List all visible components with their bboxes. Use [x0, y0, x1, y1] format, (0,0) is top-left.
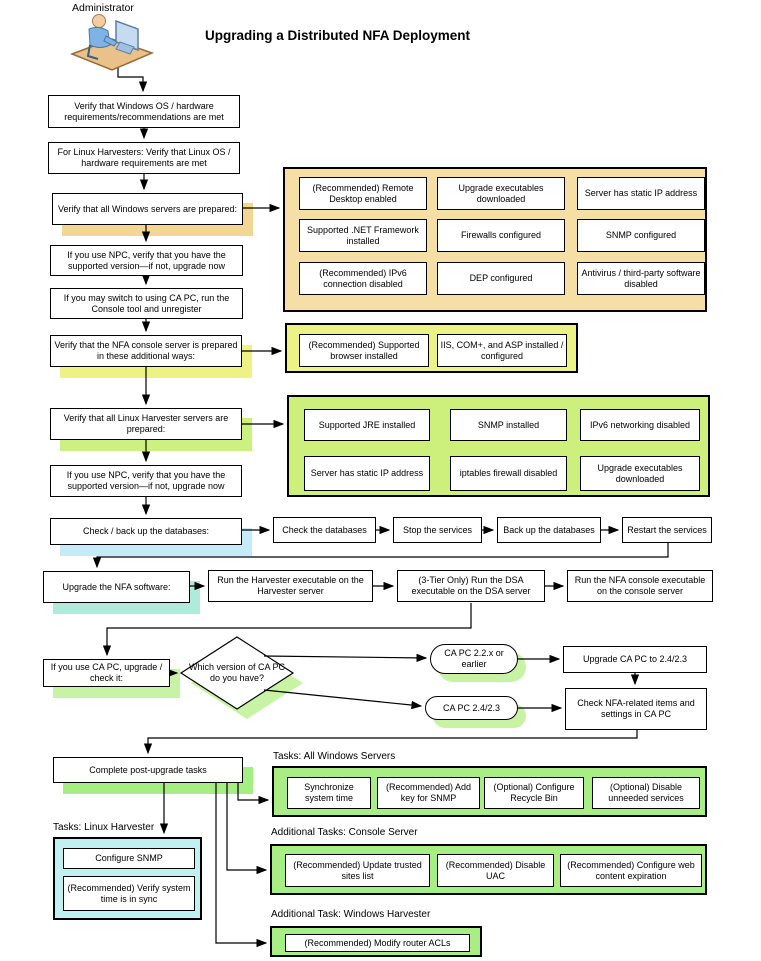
windows-prep-panel: (Recommended) Remote Desktop enabled Upg…	[283, 167, 707, 312]
db-step: Restart the services	[622, 517, 712, 543]
step-linux-prepared: Verify that all Linux Harvester servers …	[50, 408, 242, 440]
connector-to-console-tasks	[226, 783, 268, 875]
windows-prep-item: (Recommended) IPv6 connection disabled	[299, 262, 427, 295]
console-tasks-title: Additional Tasks: Console Server	[271, 827, 418, 838]
step-check-databases: Check / back up the databases:	[50, 518, 242, 545]
linux-tasks-panel: Configure SNMP (Recommended) Verify syst…	[53, 837, 202, 920]
linux-prep-item: Server has static IP address	[304, 456, 430, 491]
windows-task-item: (Optional) Configure Recycle Bin	[484, 777, 584, 809]
windows-tasks-title: Tasks: All Windows Servers	[273, 751, 396, 762]
connector-to-windows-tasks	[237, 783, 270, 805]
linux-prep-item: IPv6 networking disabled	[580, 409, 700, 441]
step-verify-windows-os: Verify that Windows OS / hardware requir…	[48, 95, 240, 128]
step-verify-linux-os: For Linux Harvesters: Verify that Linux …	[48, 142, 240, 174]
harvester-task-panel: (Recommended) Modify router ACLs	[270, 926, 482, 957]
console-task-item: (Recommended) Disable UAC	[437, 854, 554, 887]
linux-prep-panel: Supported JRE installed SNMP installed I…	[287, 395, 710, 497]
decision-question: Which version of CA PC do you have?	[188, 662, 286, 683]
linux-task-item: Configure SNMP	[63, 848, 195, 869]
step-post-upgrade: Complete post-upgrade tasks	[53, 757, 243, 783]
linux-tasks-title: Tasks: Linux Harvester	[53, 822, 155, 833]
linux-prep-item: SNMP installed	[450, 409, 567, 441]
linux-prep-item: iptables firewall disabled	[450, 456, 567, 491]
step-npc-check-2: If you use NPC, verify that you have the…	[50, 465, 242, 497]
db-step: Check the databases	[273, 517, 376, 543]
windows-task-item: (Recommended) Add key for SNMP	[377, 777, 480, 809]
harvester-task-item: (Recommended) Modify router ACLs	[285, 934, 470, 952]
step-capc-switch: If you may switch to using CA PC, run th…	[50, 288, 243, 319]
windows-task-item: Synchronize system time	[287, 777, 371, 809]
option-capc-older: CA PC 2.2.x or earlier	[430, 644, 518, 674]
windows-prep-item: Antivirus / third-party software disable…	[577, 262, 705, 295]
linux-prep-item: Upgrade executables downloaded	[580, 456, 700, 491]
connector-diamond-newer	[263, 689, 423, 710]
windows-task-item: (Optional) Disable unneeded services	[592, 777, 700, 809]
administrator-icon	[69, 12, 156, 77]
step-npc-check-1: If you use NPC, verify that you have the…	[50, 245, 243, 276]
connector-capc-loop	[143, 730, 638, 755]
windows-prep-item: Supported .NET Framework installed	[299, 219, 427, 252]
console-prep-item: IIS, COM+, and ASP installed / configure…	[437, 334, 567, 367]
upgrade-step: Run the Harvester executable on the Harv…	[208, 570, 373, 602]
connector-actor-to-start	[117, 64, 148, 93]
windows-prep-item: Firewalls configured	[437, 219, 565, 252]
windows-prep-item: SNMP configured	[577, 219, 705, 252]
console-tasks-panel: (Recommended) Update trusted sites list …	[270, 844, 707, 895]
db-step: Stop the services	[393, 517, 482, 543]
windows-prep-item: Server has static IP address	[577, 177, 705, 210]
step-capc-upgrade: If you use CA PC, upgrade / check it:	[43, 659, 170, 687]
linux-task-item: (Recommended) Verify system time is in s…	[63, 876, 195, 911]
windows-prep-item: (Recommended) Remote Desktop enabled	[299, 177, 427, 210]
step-upgrade-software: Upgrade the NFA software:	[43, 571, 190, 603]
console-prep-panel: (Recommended) Supported browser installe…	[285, 323, 578, 373]
step-console-prepared: Verify that the NFA console server is pr…	[50, 335, 242, 367]
decision-diamond	[179, 636, 295, 710]
console-task-item: (Recommended) Configure web content expi…	[560, 854, 702, 887]
step-windows-prepared: Verify that all Windows servers are prep…	[52, 193, 243, 225]
console-prep-item: (Recommended) Supported browser installe…	[299, 334, 429, 367]
connector-to-harvester-task	[215, 783, 268, 948]
option-capc-newer: CA PC 2.4/2.3	[425, 696, 518, 720]
action-check-capc: Check NFA-related items and settings in …	[565, 688, 707, 730]
connector-diamond-older	[263, 653, 428, 663]
page-title: Upgrading a Distributed NFA Deployment	[205, 28, 471, 43]
db-step: Back up the databases	[497, 517, 601, 543]
windows-prep-item: DEP configured	[437, 262, 565, 295]
harvester-task-title: Additional Task: Windows Harvester	[271, 909, 431, 920]
upgrade-step: Run the NFA console executable on the co…	[567, 570, 713, 602]
action-upgrade-capc: Upgrade CA PC to 2.4/2.3	[563, 646, 707, 673]
windows-prep-item: Upgrade executables downloaded	[437, 177, 565, 210]
upgrade-step: (3-Tier Only) Run the DSA executable on …	[397, 570, 545, 602]
linux-prep-item: Supported JRE installed	[304, 409, 430, 441]
connector-upgrade-loop	[102, 603, 472, 657]
windows-tasks-panel: Synchronize system time (Recommended) Ad…	[272, 766, 707, 817]
console-task-item: (Recommended) Update trusted sites list	[285, 854, 430, 887]
actor-label: Administrator	[72, 2, 134, 14]
connector-db-loop	[92, 541, 669, 569]
